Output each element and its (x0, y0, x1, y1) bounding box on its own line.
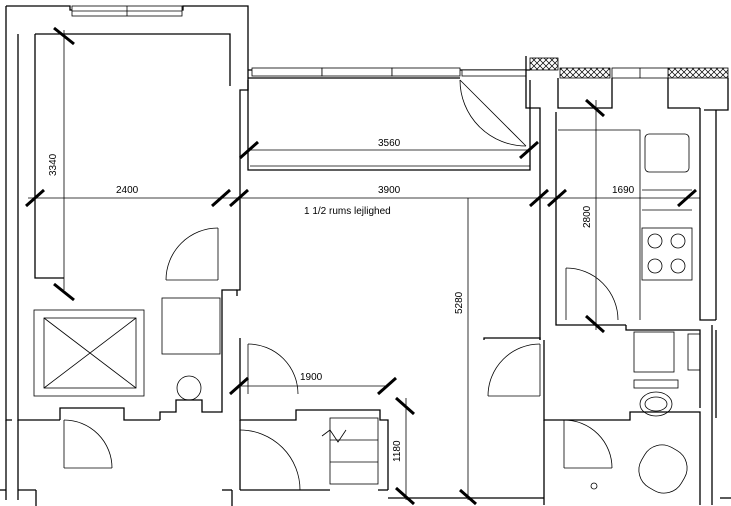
wall-bedroom-room (35, 33, 231, 86)
hatch-top-1 (529, 57, 559, 71)
balcony-outline (247, 80, 531, 171)
dimension-lines (25, 26, 700, 506)
dim-label-1900: 1900 (300, 372, 323, 383)
room-label: 1 1/2 rums lejlighed (304, 206, 391, 217)
kitchen-sink (644, 133, 690, 173)
window-living-2 (321, 67, 393, 77)
dim-label-1180: 1180 (392, 440, 403, 462)
wall-hall (239, 338, 389, 490)
toilet-bowl (639, 391, 673, 417)
kitchen-stove (641, 227, 693, 281)
chimney-round (176, 375, 202, 401)
drain (590, 482, 598, 490)
window-living-3 (391, 67, 461, 77)
dim-label-5280: 5280 (454, 291, 465, 314)
wall-left-inner (17, 34, 60, 421)
dim-label-2800: 2800 (582, 205, 593, 228)
hatch-top-3 (667, 67, 729, 79)
wall-bedroom-outer (6, 5, 249, 296)
shower (638, 444, 688, 494)
bath-shelf (687, 333, 701, 371)
wall-bathroom (543, 340, 560, 421)
window-living-4 (461, 69, 527, 77)
window-living-1 (251, 67, 323, 77)
bath-cabinet (633, 331, 675, 373)
doors (63, 79, 619, 491)
wall-bedroom-left (34, 34, 64, 279)
kitchen-counter (558, 129, 641, 320)
dim-label-3340: 3340 (48, 153, 59, 176)
wall-center (483, 337, 541, 340)
wall-kitchen (555, 112, 626, 326)
dim-label-3900: 3900 (378, 185, 401, 196)
hatch-top-2 (559, 67, 611, 79)
dim-label-2400: 2400 (116, 185, 139, 196)
storage-box (161, 297, 221, 355)
wardrobe (329, 417, 379, 485)
outer-walls (0, 5, 731, 506)
dim-label-3560: 3560 (378, 138, 401, 149)
wall-bedroom-inner (5, 6, 12, 421)
elevator-shaft (43, 317, 137, 389)
toilet-tank (633, 379, 679, 389)
elevator-outer (33, 309, 145, 397)
dim-label-1690: 1690 (612, 185, 635, 196)
